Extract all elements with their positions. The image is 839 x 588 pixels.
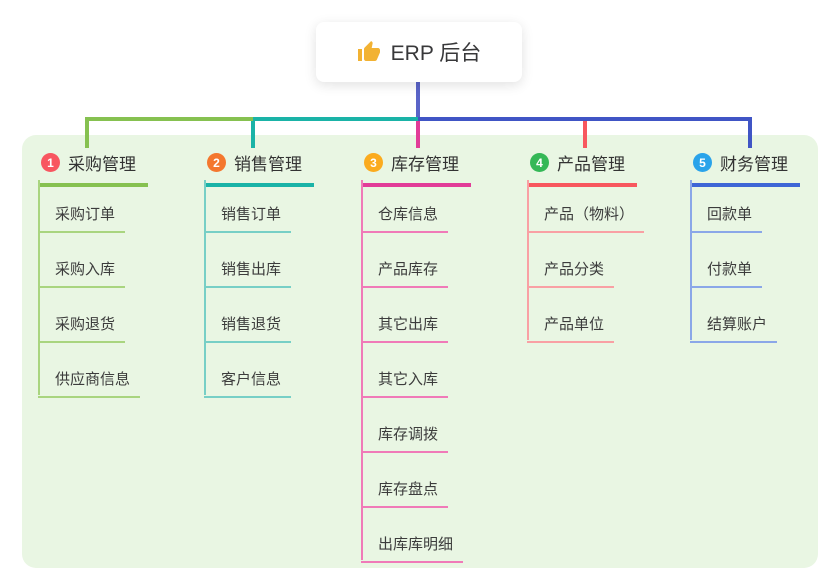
leaf-node[interactable]: 产品库存 (361, 258, 449, 288)
leaf-node[interactable]: 供应商信息 (38, 368, 141, 398)
connector-drop-product (583, 121, 587, 148)
leaf-node[interactable]: 采购订单 (38, 203, 126, 233)
leaf-node[interactable]: 产品单位 (527, 313, 615, 343)
branch-number-badge: 4 (530, 153, 549, 172)
branch-label: 库存管理 (391, 155, 459, 174)
branches-panel (22, 135, 818, 568)
connector-drop-sales (251, 121, 255, 148)
leaf-node[interactable]: 产品分类 (527, 258, 615, 288)
leaf-node[interactable]: 回款单 (690, 203, 763, 233)
leaf-node[interactable]: 销售退货 (204, 313, 292, 343)
leaf-node[interactable]: 产品（物料） (527, 203, 645, 233)
branch-number-badge: 5 (693, 153, 712, 172)
branch-number-badge: 1 (41, 153, 60, 172)
leaf-node[interactable]: 库存盘点 (361, 478, 449, 508)
branch-label: 销售管理 (234, 155, 302, 174)
leaf-node[interactable]: 客户信息 (204, 368, 292, 398)
branch-trunk-line (361, 180, 363, 560)
leaf-node[interactable]: 结算账户 (690, 313, 778, 343)
leaf-node[interactable]: 采购入库 (38, 258, 126, 288)
branch-trunk-line (527, 180, 529, 340)
branch-node-inventory[interactable]: 3 库存管理 (361, 150, 471, 187)
connector-drop-inventory (416, 121, 420, 148)
connector-horizontal-blue (418, 117, 752, 121)
root-label: ERP 后台 (390, 42, 482, 65)
branch-number-badge: 3 (364, 153, 383, 172)
branch-label: 产品管理 (557, 155, 625, 174)
connector-horizontal-teal (253, 117, 418, 121)
branch-node-finance[interactable]: 5 财务管理 (690, 150, 800, 187)
leaf-node[interactable]: 仓库信息 (361, 203, 449, 233)
branch-number-badge: 2 (207, 153, 226, 172)
leaf-node[interactable]: 销售出库 (204, 258, 292, 288)
branch-node-purchase[interactable]: 1 采购管理 (38, 150, 148, 187)
branch-node-product[interactable]: 4 产品管理 (527, 150, 637, 187)
leaf-node[interactable]: 出库库明细 (361, 533, 464, 563)
connector-drop-finance (748, 121, 752, 148)
branch-label: 采购管理 (68, 155, 136, 174)
leaf-node[interactable]: 其它入库 (361, 368, 449, 398)
leaf-node[interactable]: 付款单 (690, 258, 763, 288)
thumbs-up-icon (357, 40, 381, 64)
connector-drop-purchase (85, 121, 89, 148)
branch-trunk-line (690, 180, 692, 340)
connector-horizontal-green (85, 117, 253, 121)
branch-label: 财务管理 (720, 155, 788, 174)
branch-node-sales[interactable]: 2 销售管理 (204, 150, 314, 187)
root-node[interactable]: ERP 后台 (316, 22, 522, 82)
leaf-node[interactable]: 其它出库 (361, 313, 449, 343)
leaf-node[interactable]: 库存调拨 (361, 423, 449, 453)
leaf-node[interactable]: 采购退货 (38, 313, 126, 343)
connector-root-drop (416, 82, 420, 117)
leaf-node[interactable]: 销售订单 (204, 203, 292, 233)
